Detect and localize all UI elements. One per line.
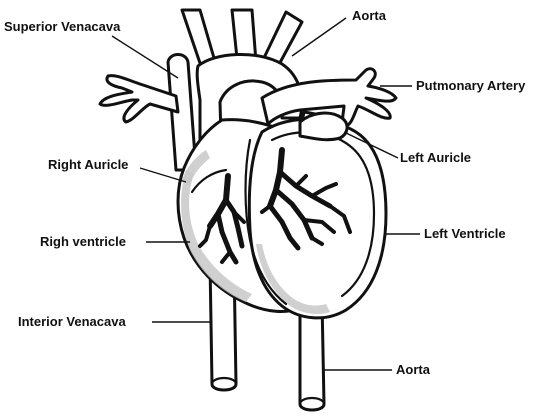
interventricular-septum <box>244 138 288 306</box>
left-chordae <box>260 147 352 251</box>
label-superior-venacava: Superior Venacava <box>4 19 121 34</box>
label-left-auricle: Left Auricle <box>400 150 471 165</box>
left-chordae-branch-8 <box>260 204 272 214</box>
label-right-auricle: Right Auricle <box>48 157 128 172</box>
inferior-venacava-opening <box>210 376 238 392</box>
left-chordae-branch-5 <box>302 218 336 234</box>
leader-right-auricle <box>139 167 187 183</box>
label-aorta-top: Aorta <box>352 8 387 23</box>
left-chordae-branch-6 <box>310 236 324 246</box>
right-auricle-divider <box>190 168 228 194</box>
left-auricle-shape <box>298 111 349 142</box>
left-ventricle-outline <box>247 117 388 320</box>
left-chordae-branch-9 <box>294 174 308 188</box>
label-right-ventricle: Righ ventricle <box>40 234 126 249</box>
label-left-ventricle: Left Ventricle <box>424 226 506 241</box>
right-chordae-branch-5 <box>220 250 232 264</box>
label-inferior-venacava: Interior Venacava <box>18 314 126 329</box>
pulmonary-artery-tube <box>260 67 398 128</box>
great-vessels <box>98 8 398 412</box>
left-chordae-branch-4 <box>310 182 338 198</box>
leader-left-auricle <box>343 131 399 159</box>
left-chordae-branch-1 <box>277 169 333 209</box>
left-chordae-branch-7 <box>328 204 352 234</box>
right-pulmonary-branches <box>98 74 180 124</box>
left-chordae-branch-3 <box>267 203 301 251</box>
label-aorta-bottom: Aorta <box>396 362 431 377</box>
leader-lines <box>111 17 420 371</box>
leader-aorta-top <box>291 17 347 57</box>
right-chordae <box>198 173 246 265</box>
left-chordae-stem <box>267 147 285 209</box>
left-chordae-branch-2 <box>273 187 315 241</box>
leader-superior-venacava <box>111 35 179 79</box>
right-auricle-shading <box>182 150 210 186</box>
labels: Superior Venacava Aorta Putmonary Artery… <box>4 8 526 377</box>
right-chordae-branch-1 <box>223 197 245 249</box>
left-ventricle-shading <box>256 244 330 314</box>
right-chordae-branch-2 <box>215 211 239 265</box>
descending-aorta-opening <box>298 396 326 412</box>
label-pulmonary-artery: Putmonary Artery <box>416 78 526 93</box>
right-chordae-stem <box>207 173 231 229</box>
right-chordae-branch-4 <box>232 210 246 224</box>
right-chordae-branch-3 <box>198 224 212 248</box>
